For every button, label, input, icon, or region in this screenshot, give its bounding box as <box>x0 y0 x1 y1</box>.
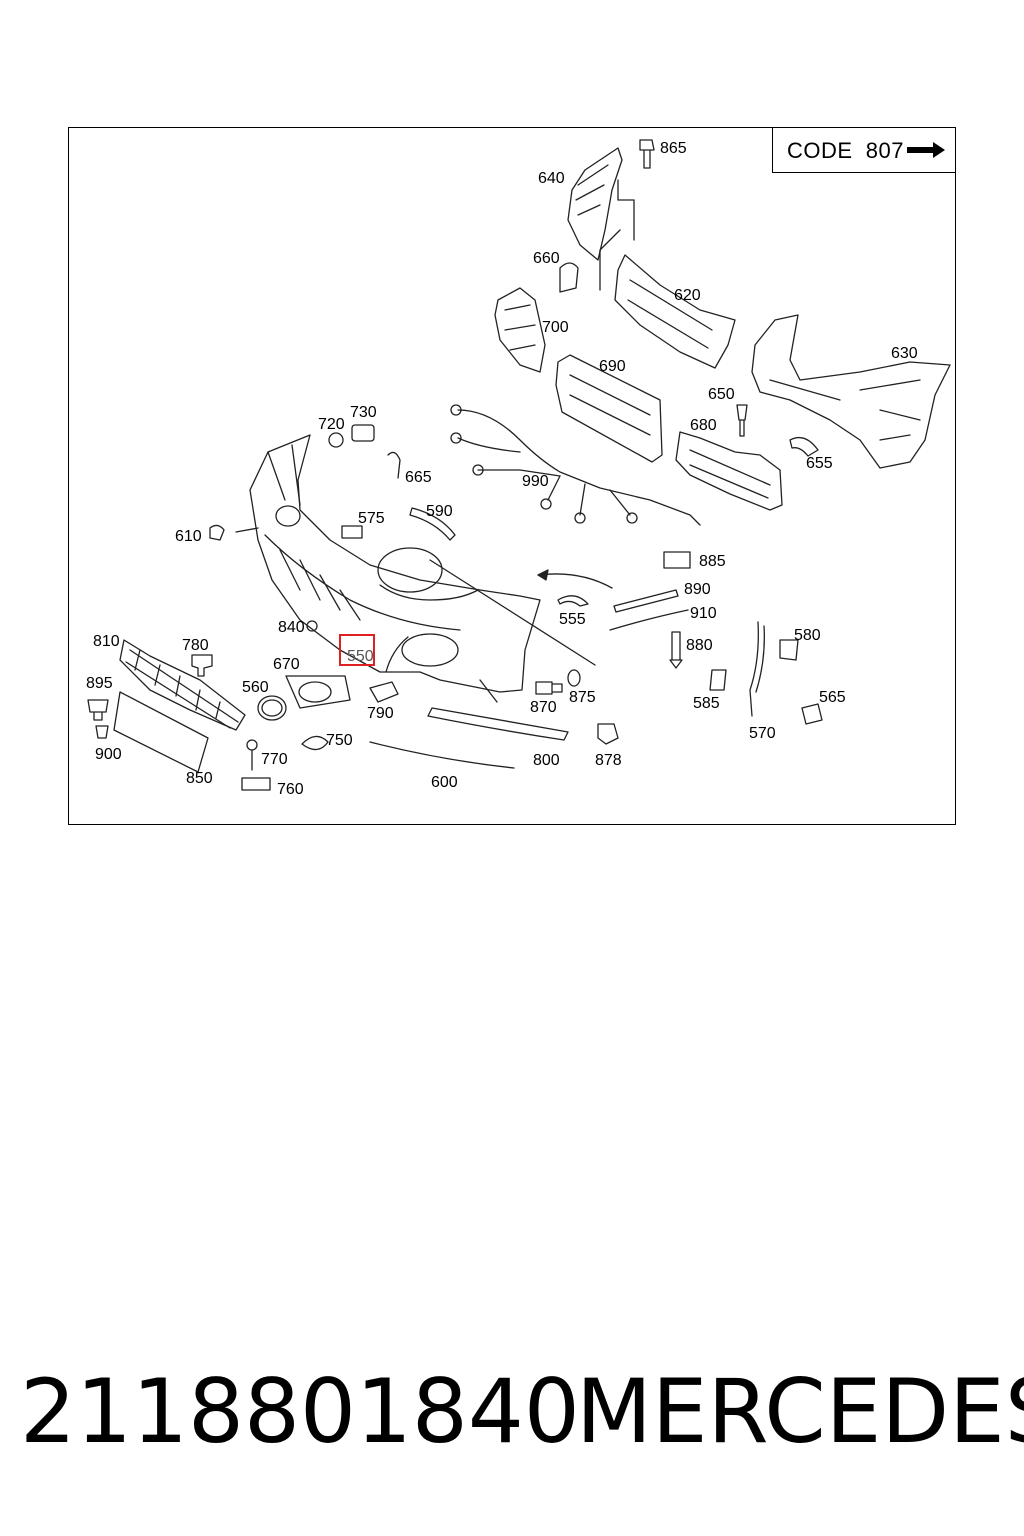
part-label-565: 565 <box>819 689 846 706</box>
part-number: 2118801840 <box>20 1360 580 1463</box>
part-label-555: 555 <box>559 611 586 628</box>
part-label-890: 890 <box>684 581 711 598</box>
part-label-910: 910 <box>690 605 717 622</box>
part-label-570: 570 <box>749 725 776 742</box>
exploded-parts-diagram: 865 640 660 620 700 690 630 650 680 655 … <box>86 139 951 798</box>
brand-name: MERCEDES <box>576 1360 1024 1463</box>
highlight-box-550 <box>339 634 375 666</box>
part-label-665: 665 <box>405 469 432 486</box>
part-label-990: 990 <box>522 473 549 490</box>
part-label-885: 885 <box>699 553 726 570</box>
part-label-620: 620 <box>674 287 701 304</box>
part-label-865: 865 <box>660 140 687 157</box>
code-text: CODE 807 <box>787 138 904 164</box>
part-label-810: 810 <box>93 633 120 650</box>
part-label-790: 790 <box>367 705 394 722</box>
part-label-560: 560 <box>242 679 269 696</box>
part-label-840: 840 <box>278 619 305 636</box>
part-label-780: 780 <box>182 637 209 654</box>
part-label-875: 875 <box>569 689 596 706</box>
code-number: 807 <box>865 138 905 163</box>
part-label-670: 670 <box>273 656 300 673</box>
part-label-870: 870 <box>530 699 557 716</box>
part-label-550: 550 <box>347 648 374 665</box>
part-label-690: 690 <box>599 358 626 375</box>
code-box: CODE 807 <box>772 128 955 173</box>
diagram-frame <box>68 127 956 825</box>
part-label-720: 720 <box>318 416 345 433</box>
part-label-750: 750 <box>326 732 353 749</box>
part-label-640: 640 <box>538 170 565 187</box>
part-label-630: 630 <box>891 345 918 362</box>
part-label-575: 575 <box>358 510 385 527</box>
part-label-580: 580 <box>794 627 821 644</box>
part-label-660: 660 <box>533 250 560 267</box>
part-label-900: 900 <box>95 746 122 763</box>
part-label-585: 585 <box>693 695 720 712</box>
part-label-800: 800 <box>533 752 560 769</box>
part-label-680: 680 <box>690 417 717 434</box>
part-label-650: 650 <box>708 386 735 403</box>
part-label-610: 610 <box>175 528 202 545</box>
code-label: CODE <box>787 138 853 163</box>
part-label-878: 878 <box>595 752 622 769</box>
part-label-880: 880 <box>686 637 713 654</box>
part-label-760: 760 <box>277 781 304 798</box>
part-label-700: 700 <box>542 319 569 336</box>
right-arrow-icon <box>907 142 945 158</box>
part-label-730: 730 <box>350 404 377 421</box>
part-label-770: 770 <box>261 751 288 768</box>
part-label-655: 655 <box>806 455 833 472</box>
part-label-850: 850 <box>186 770 213 787</box>
part-label-590: 590 <box>426 503 453 520</box>
part-label-600: 600 <box>431 774 458 791</box>
part-label-895: 895 <box>86 675 113 692</box>
